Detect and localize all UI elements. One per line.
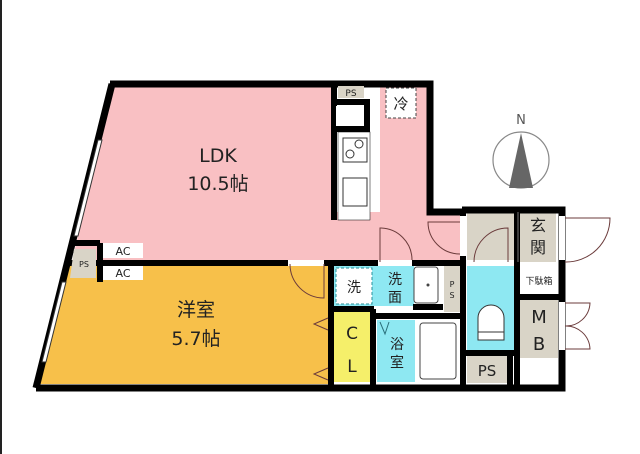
kitchen-sink-basin bbox=[342, 177, 368, 207]
closet bbox=[334, 312, 370, 382]
entrance-label-1: 玄 bbox=[530, 216, 546, 235]
closet-label-1: C bbox=[346, 324, 358, 344]
door-arc-mb-2 bbox=[564, 325, 591, 350]
meter-box-label-1: M bbox=[531, 307, 547, 328]
door-arc-toilet bbox=[473, 227, 509, 263]
ps-bottom-label: PS bbox=[478, 362, 497, 380]
western-room-size: 5.7帖 bbox=[171, 328, 220, 350]
door-arc-washroom bbox=[379, 227, 413, 262]
door-arc-front bbox=[564, 217, 611, 263]
compass-north-label: N bbox=[516, 113, 526, 128]
door-gap-front bbox=[559, 216, 565, 260]
ps-vertical-label-1: P bbox=[450, 280, 455, 289]
compass: N bbox=[492, 113, 550, 189]
kitchen-counter-wall bbox=[364, 99, 370, 132]
wash-basin bbox=[413, 266, 439, 304]
ac-upper-label: AC bbox=[115, 245, 130, 258]
door-gap-mb bbox=[559, 302, 565, 350]
basin-drain bbox=[426, 283, 430, 287]
ac-upper-box bbox=[103, 243, 143, 258]
ps-bottom-box bbox=[467, 355, 507, 383]
ps-vertical-label-2: S bbox=[449, 291, 454, 300]
washer-space bbox=[335, 267, 373, 305]
meter-box-label-2: B bbox=[533, 334, 545, 355]
ps-top-wall bbox=[334, 99, 368, 105]
ps-top-box bbox=[338, 86, 364, 98]
bathroom-label-2: 室 bbox=[390, 354, 404, 371]
washroom-label-1: 洗 bbox=[388, 272, 402, 288]
kitchen-wall-bottom bbox=[334, 126, 368, 132]
door-arc-ldk bbox=[427, 221, 461, 255]
ps-top-label: PS bbox=[345, 89, 356, 99]
closet-door-mark-2 bbox=[312, 367, 329, 381]
stove-burner-2 bbox=[345, 149, 355, 159]
closet-door-mark-1 bbox=[312, 317, 329, 331]
washer-label: 洗 bbox=[347, 280, 361, 296]
washroom-label-2: 面 bbox=[388, 290, 402, 306]
entrance-genkan bbox=[518, 212, 556, 262]
stove-burner-1 bbox=[354, 139, 364, 149]
window-western bbox=[41, 281, 67, 363]
kitchen-sink bbox=[336, 106, 366, 126]
door-gap-ldk-entry bbox=[460, 216, 466, 256]
ac-lower-box bbox=[103, 266, 143, 280]
shoe-box-label: 下駄箱 bbox=[525, 275, 552, 287]
door-arc-mb-1 bbox=[564, 302, 591, 327]
entrance-label-2: 関 bbox=[530, 238, 546, 257]
door-arc-western bbox=[289, 263, 325, 299]
door-gap-toilet bbox=[472, 260, 514, 266]
refrigerator-label: 冷 bbox=[393, 95, 408, 113]
ac-lower-label: AC bbox=[115, 267, 130, 280]
stove bbox=[342, 137, 368, 163]
left-frame-border bbox=[0, 0, 2, 454]
ps-left-box bbox=[70, 249, 96, 278]
outer-wall-top bbox=[110, 80, 462, 216]
western-room-name: 洋室 bbox=[177, 299, 215, 321]
meter-box bbox=[520, 298, 558, 358]
ps-vertical-box bbox=[444, 266, 460, 312]
bath-door-mark bbox=[379, 321, 390, 336]
toilet-bowl bbox=[477, 304, 505, 341]
bathtub bbox=[419, 322, 457, 380]
ps-left-label: PS bbox=[79, 260, 89, 269]
compass-arrow-icon bbox=[509, 133, 533, 188]
ldk-name: LDK bbox=[199, 145, 237, 167]
door-gap-western bbox=[288, 260, 324, 266]
western-room bbox=[38, 264, 328, 384]
ldk-size: 10.5帖 bbox=[187, 173, 248, 195]
shoe-box bbox=[520, 264, 558, 296]
window-ldk bbox=[73, 139, 103, 237]
basin-wall bbox=[413, 304, 443, 310]
closet-label-2: L bbox=[347, 357, 357, 377]
door-gap-washroom bbox=[378, 260, 412, 266]
refrigerator-space bbox=[385, 87, 417, 119]
bathroom-label-1: 浴 bbox=[390, 337, 404, 353]
